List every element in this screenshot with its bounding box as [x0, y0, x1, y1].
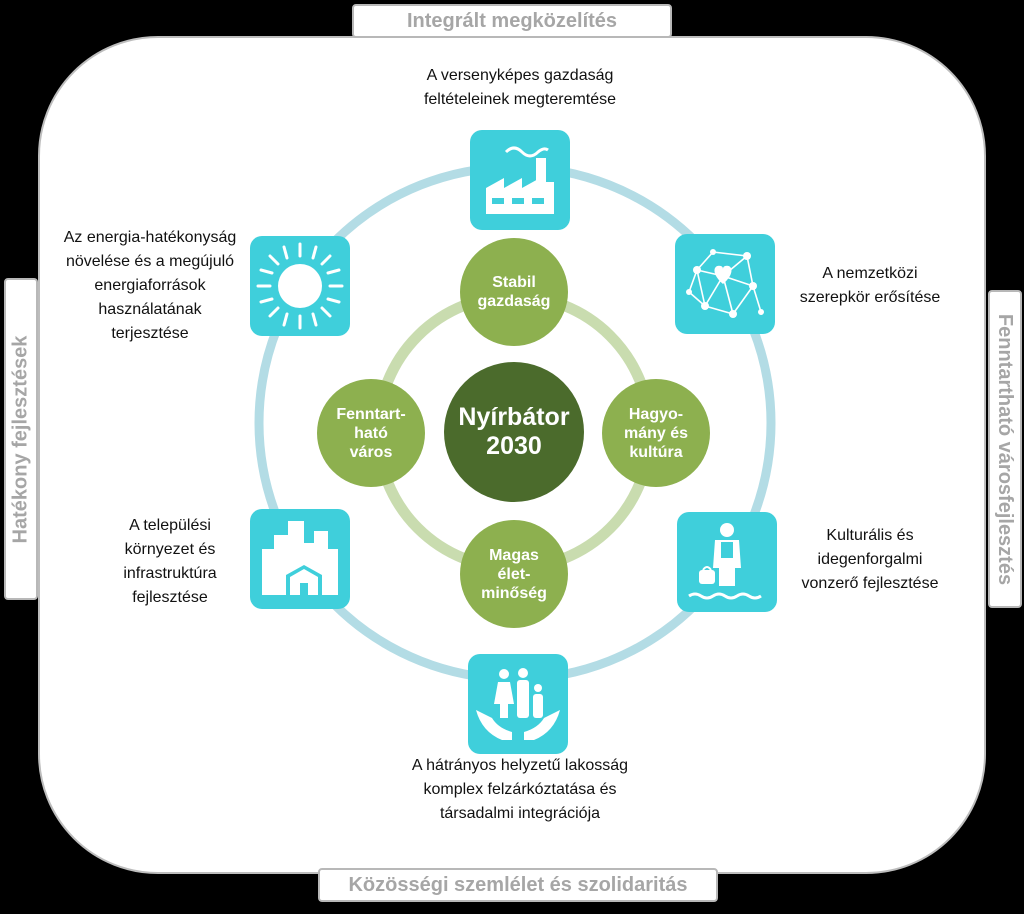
goal-energy-efficiency: Az energia-hatékonyság növelése és a meg…	[63, 229, 237, 342]
frame-label-bottom: Közösségi szemlélet és szolidaritás	[318, 868, 718, 902]
goal-social-integration: A hátrányos helyzetű lakosság komplex fe…	[411, 757, 629, 822]
frame-label-left: Hatékony fejlesztések	[4, 278, 38, 600]
factory-icon	[470, 130, 570, 230]
frame-label-top: Integrált megközelítés	[352, 4, 672, 38]
frame-label-right: Fenntartható városfejlesztés	[988, 290, 1022, 608]
pillar-quality-of-life: Magas élet- minőség	[460, 520, 568, 628]
sun-icon	[250, 236, 350, 336]
center-circle: Nyírbátor 2030	[444, 362, 584, 502]
goal-cultural-tourism: Kulturális és idegenforgalmi vonzerő fej…	[801, 527, 939, 592]
tourist-icon	[677, 512, 777, 612]
pillar-stable-economy: Stabil gazdaság	[460, 238, 568, 346]
family-hands-icon	[468, 654, 568, 754]
pillar-sustainable-city: Fenntart- ható város	[317, 379, 425, 487]
goal-international-role: A nemzetközi szerepkör erősítése	[799, 265, 941, 306]
network-heart-icon	[675, 234, 775, 334]
goal-settlement-infrastructure: A települési környezet és infrastruktúra…	[123, 517, 217, 606]
buildings-icon	[250, 509, 350, 609]
pillar-tradition-culture: Hagyo- mány és kultúra	[602, 379, 710, 487]
goal-competitive-economy: A versenyképes gazdaság feltételeinek me…	[423, 67, 617, 108]
